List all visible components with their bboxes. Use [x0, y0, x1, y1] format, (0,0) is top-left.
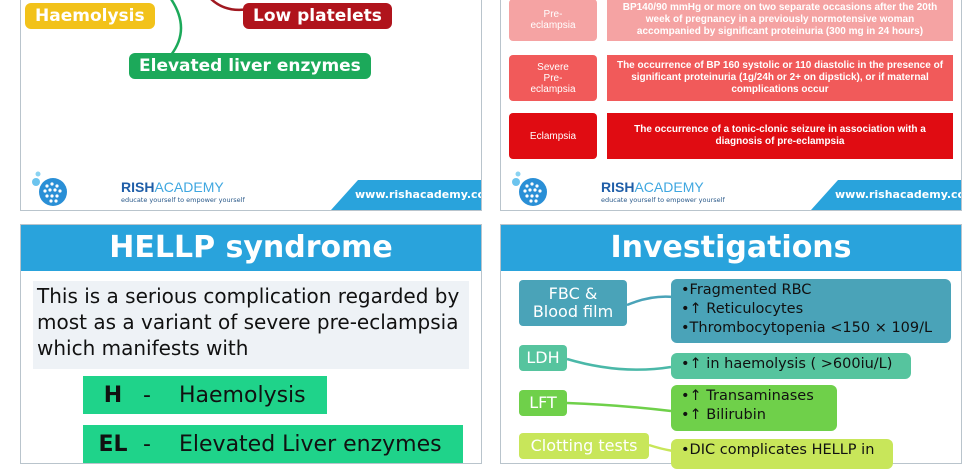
test-label-clotting: Clotting tests: [519, 433, 649, 459]
definition-text: The occurrence of BP 160 systolic or 110…: [607, 55, 953, 101]
test-results-lft: •↑ Transaminases •↑ Bilirubin: [671, 385, 837, 431]
result-line: •↑ Bilirubin: [681, 406, 766, 423]
definition-label: Severe Pre- eclampsia: [509, 55, 597, 101]
slide-title: HELLP syndrome: [21, 225, 481, 271]
hellp-syndrome-slide: HELLP syndrome This is a serious complic…: [20, 224, 482, 464]
result-line: •↑ Transaminases: [681, 388, 814, 404]
hellp-item: H - Haemolysis: [83, 376, 327, 414]
hellp-letter: H: [103, 382, 123, 408]
website-link[interactable]: www.rishacademy.com: [811, 180, 961, 210]
hellp-diagram-slide: Haemolysis Low platelets Elevated liver …: [20, 0, 482, 211]
haemolysis-pill: Haemolysis: [25, 3, 155, 29]
elevated-liver-enzymes-pill: Elevated liver enzymes: [129, 53, 371, 79]
test-label-ldh: LDH: [519, 345, 567, 371]
intro-text: This is a serious complication regarded …: [33, 281, 469, 369]
slide-title: Investigations: [501, 225, 961, 271]
rish-academy-logo-icon: [32, 171, 67, 206]
hellp-dash: -: [143, 431, 151, 457]
definition-row: Eclampsia The occurrence of a tonic-clon…: [509, 113, 953, 159]
result-line: •DIC complicates HELLP in: [681, 442, 875, 458]
definition-label: Eclampsia: [509, 113, 597, 159]
slide-footer: RISHACADEMY educate yourself to empower …: [21, 171, 481, 210]
brand-name: RISHACADEMY: [601, 179, 704, 195]
test-label-lft: LFT: [519, 390, 567, 416]
connector-lines: [566, 295, 674, 453]
hellp-dash: -: [143, 382, 151, 408]
result-line: •↑ Reticulocytes: [681, 300, 804, 317]
definition-label: Pre- eclampsia: [509, 0, 597, 41]
hellp-meaning: Elevated Liver enzymes: [179, 431, 442, 457]
rish-academy-logo-icon: [512, 171, 547, 206]
website-link[interactable]: www.rishacademy.com: [331, 180, 481, 210]
hellp-item: EL - Elevated Liver enzymes: [83, 425, 463, 463]
result-line: •Thrombocytopenia <150 × 109/L: [681, 319, 933, 336]
definition-text: BP140/90 mmHg or more on two separate oc…: [607, 0, 953, 41]
test-results-fbc: •Fragmented RBC •↑ Reticulocytes •Thromb…: [671, 279, 951, 343]
test-label-fbc: FBC & Blood film: [519, 280, 627, 326]
definitions-slide: Pre- eclampsia BP140/90 mmHg or more on …: [500, 0, 962, 211]
low-platelets-pill: Low platelets: [243, 3, 392, 29]
hellp-letter: EL: [98, 431, 128, 457]
definition-row: Severe Pre- eclampsia The occurrence of …: [509, 55, 953, 101]
hellp-meaning: Haemolysis: [179, 382, 306, 408]
slide-footer: RISHACADEMY educate yourself to empower …: [501, 171, 961, 210]
result-line: •↑ in haemolysis ( >600iu/L): [681, 356, 893, 372]
brand-name: RISHACADEMY: [121, 179, 224, 195]
investigations-slide: Investigations FBC & Blood film •Fragmen…: [500, 224, 962, 469]
brand-tagline: educate yourself to empower yourself: [121, 196, 245, 204]
test-results-clotting: •DIC complicates HELLP in: [671, 439, 893, 469]
definition-row: Pre- eclampsia BP140/90 mmHg or more on …: [509, 0, 953, 43]
test-results-ldh: •↑ in haemolysis ( >600iu/L): [671, 353, 911, 379]
definition-text: The occurrence of a tonic-clonic seizure…: [607, 113, 953, 159]
brand-tagline: educate yourself to empower yourself: [601, 196, 725, 204]
result-line: •Fragmented RBC: [681, 282, 812, 298]
